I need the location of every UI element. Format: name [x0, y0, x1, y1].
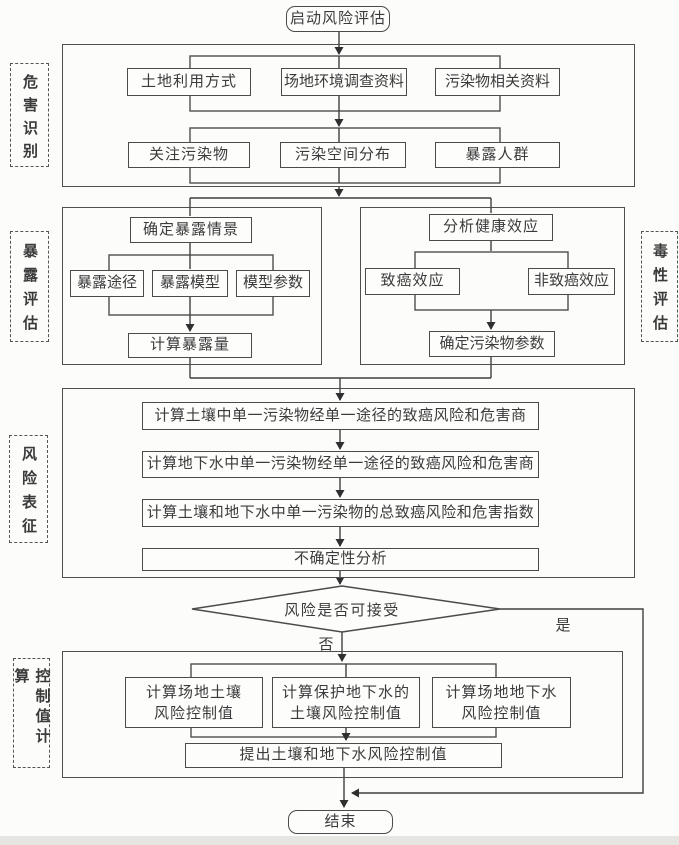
node-site-soil-control-value-line2: 风险控制值	[153, 704, 234, 722]
section-toxicity-assessment	[360, 207, 625, 365]
side-label-characterization: 风险表征	[9, 435, 48, 543]
start-node: 启动风险评估	[286, 6, 390, 32]
node-exposure-pathway: 暴露途径	[70, 270, 144, 297]
node-model-parameters: 模型参数	[236, 270, 310, 297]
node-uncertainty-analysis: 不确定性分析	[142, 548, 539, 571]
side-label-control: 控制值计算	[13, 658, 51, 768]
node-site-soil-control-value-line1: 计算场地土壤	[145, 683, 242, 701]
decision-question: 风险是否可接受	[284, 601, 400, 619]
node-protect-groundwater-soil-control-value: 计算保护地下水的 土壤风险控制值	[272, 677, 420, 728]
node-carcinogenic-effect: 致癌效应	[365, 268, 460, 295]
node-pollutant-data: 污染物相关资料	[435, 68, 560, 96]
section-exposure-assessment	[62, 207, 322, 365]
side-label-hazard: 危害识别	[10, 63, 49, 167]
node-analyze-health-effects: 分析健康效应	[429, 214, 553, 241]
node-soil-single-risk: 计算土壤中单一污染物经单一途径的致癌风险和危害商	[142, 402, 539, 430]
node-exposed-population: 暴露人群	[435, 142, 560, 168]
node-groundwater-single-risk: 计算地下水中单一污染物经单一途径的致癌风险和危害商	[142, 451, 539, 478]
node-site-survey-data: 场地环境调查资料	[281, 68, 407, 96]
footer-strip	[0, 836, 679, 845]
node-pollutant-parameters: 确定污染物参数	[429, 331, 555, 357]
node-pollutants-of-concern: 关注污染物	[128, 142, 250, 168]
node-propose-control-values: 提出土壤和地下水风险控制值	[185, 743, 502, 768]
node-site-soil-control-value: 计算场地土壤 风险控制值	[125, 677, 263, 728]
node-calc-exposure: 计算暴露量	[128, 333, 252, 358]
node-protect-groundwater-line2: 土壤风险控制值	[289, 704, 402, 722]
node-site-groundwater-control-value: 计算场地地下水 风险控制值	[432, 677, 571, 728]
section-hazard-identification	[62, 44, 635, 187]
node-exposure-model: 暴露模型	[152, 270, 228, 297]
node-exposure-scenario: 确定暴露情景	[130, 217, 252, 243]
node-noncarcinogenic-effect: 非致癌效应	[528, 268, 615, 295]
side-label-exposure: 暴露评估	[10, 231, 49, 342]
node-site-groundwater-line1: 计算场地地下水	[445, 683, 558, 701]
end-node: 结束	[288, 810, 393, 834]
decision-yes-label: 是	[555, 616, 571, 634]
node-site-groundwater-line2: 风险控制值	[461, 704, 542, 722]
section-risk-characterization	[62, 388, 635, 578]
section-control-value	[62, 651, 623, 778]
node-protect-groundwater-line1: 计算保护地下水的	[281, 683, 410, 701]
side-label-toxicity: 毒性评估	[641, 231, 678, 342]
node-pollution-spatial-distribution: 污染空间分布	[280, 142, 406, 168]
node-total-risk: 计算土壤和地下水中单一污染物的总致癌风险和危害指数	[142, 499, 539, 527]
decision-no-label: 否	[318, 635, 334, 653]
node-land-use: 土地利用方式	[127, 68, 251, 96]
